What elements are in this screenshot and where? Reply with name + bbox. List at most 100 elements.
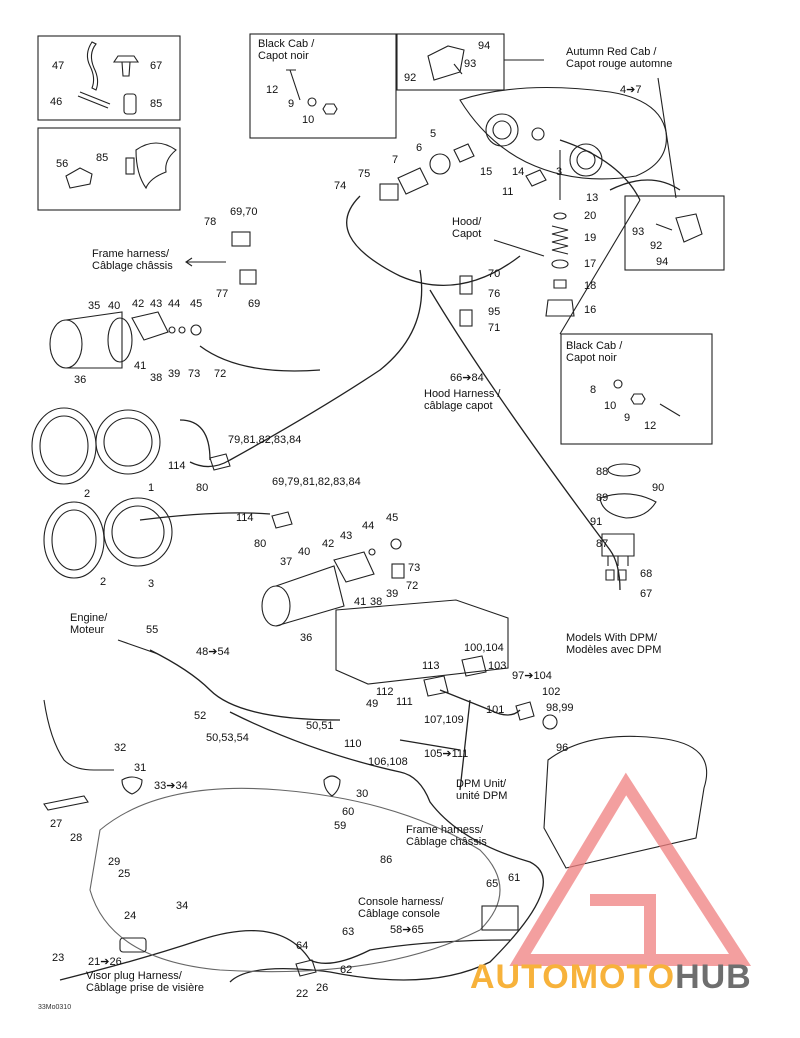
leader-autumn-right [657, 77, 677, 199]
tie-part-46 [77, 91, 111, 109]
nut-part-18 [553, 279, 567, 289]
caption-dpm-unit: DPM Unit/ unité DPM [456, 778, 507, 802]
speedometer-part-1 [95, 409, 161, 475]
bracket-part-42b [333, 551, 375, 583]
connector-part-68 [605, 569, 627, 581]
callout-59: 59 [334, 820, 347, 832]
callout-3b: 3 [148, 578, 155, 590]
gauge-tube-35 [65, 311, 123, 369]
nut-part-45b [390, 538, 402, 550]
washer-part-44 [178, 326, 186, 334]
callout-93b: 93 [632, 226, 645, 238]
caption-line: Câblage console [358, 908, 440, 920]
callout-31: 31 [134, 762, 147, 774]
clip-part-11 [525, 169, 547, 187]
callout-85b: 85 [96, 152, 109, 164]
callout-24: 24 [124, 910, 137, 922]
lamp-part-15 [485, 113, 519, 147]
caption-line: Visor plug Harness/ [86, 970, 182, 982]
callout-40b: 40 [298, 546, 311, 558]
housing-part-92b [675, 213, 703, 243]
connector-part-70 [459, 275, 473, 295]
connector-part-75 [379, 183, 399, 201]
inset-box-bracket [37, 127, 181, 211]
callout-25: 25 [118, 868, 131, 880]
caption-frame-harness-top: Frame harness/ Câblage châssis [92, 248, 173, 272]
engine-block [543, 735, 708, 869]
screw-part-12 [286, 69, 301, 101]
washer-part-17 [551, 259, 569, 269]
callout-70: 70 [488, 268, 501, 280]
callout-13: 13 [586, 192, 599, 204]
figure-code: 33Mo0310 [38, 1004, 72, 1011]
callout-65: 65 [486, 878, 499, 890]
caption-line: DPM Unit/ [456, 778, 507, 790]
callout-10: 10 [302, 114, 315, 126]
caption-line: Moteur [70, 624, 105, 636]
ring-part-88 [607, 463, 641, 477]
callout-63: 63 [342, 926, 355, 938]
screw-part-93 [453, 63, 463, 75]
callout-50-53-54: 50,53,54 [206, 732, 249, 744]
connector-part-100 [461, 655, 487, 677]
leader-black-cab-right [559, 199, 641, 335]
visor-harness [59, 930, 511, 981]
callout-32: 32 [114, 742, 127, 754]
callout-114: 114 [168, 460, 186, 472]
callout-42: 42 [132, 298, 145, 310]
callout-8: 8 [590, 384, 597, 396]
callout-28: 28 [70, 832, 83, 844]
callout-29: 29 [108, 856, 121, 868]
headlamp-housing [459, 86, 667, 180]
callout-110: 110 [344, 738, 362, 750]
callout-67: 67 [150, 60, 163, 72]
bracket-part-16 [545, 299, 575, 317]
caption-line: Models With DPM/ [566, 632, 658, 644]
bulb-part-5 [453, 143, 475, 163]
dpm-module-part-113 [423, 675, 449, 697]
callout-106-108: 106,108 [368, 756, 408, 768]
callout-14: 14 [512, 166, 525, 178]
callout-45: 45 [190, 298, 203, 310]
callout-97-104: 97➔104 [512, 670, 552, 682]
inset-box-clips [37, 35, 181, 121]
title-line: Capot noir [566, 352, 617, 364]
arrow-engine [117, 639, 159, 655]
fuel-tank-outline [89, 787, 501, 973]
callout-39: 39 [168, 368, 181, 380]
title-autumn-red-cab: Autumn Red Cab / Capot rouge automne [566, 46, 672, 70]
callout-6: 6 [416, 142, 423, 154]
sleeve-part-85 [123, 93, 137, 115]
console-housing [335, 599, 509, 685]
hood-harness-right [559, 139, 681, 201]
callout-58-65: 58➔65 [390, 924, 424, 936]
caption-line: Frame harness/ [406, 824, 484, 836]
bezel-part-2b [43, 501, 105, 579]
callout-74: 74 [334, 180, 347, 192]
callout-41: 41 [134, 360, 147, 372]
ring-part-6 [429, 153, 451, 175]
spring-part-19 [551, 225, 569, 255]
caption-visor-plug: Visor plug Harness/ Câblage prise de vis… [86, 970, 204, 994]
callout-114b: 114 [236, 512, 254, 524]
title-black-cab-top: Black Cab / Capot noir [258, 38, 314, 62]
callout-77: 77 [216, 288, 229, 300]
sleeve-part-85b [125, 157, 135, 175]
nut-part-45 [190, 324, 202, 336]
socket-part-14 [531, 127, 545, 141]
callout-40: 40 [108, 300, 121, 312]
callout-9: 9 [288, 98, 295, 110]
washer-part-43 [168, 326, 176, 334]
gauge-harness [139, 345, 321, 521]
callout-94: 94 [478, 40, 491, 52]
push-rivet-part-67 [112, 55, 140, 77]
callout-113: 113 [422, 660, 440, 672]
engine-harness [149, 649, 544, 983]
callout-75: 75 [358, 168, 371, 180]
callout-1: 1 [148, 482, 155, 494]
tachometer-part-3 [103, 497, 173, 567]
callout-73b: 73 [408, 562, 421, 574]
title-line: Capot [452, 228, 482, 240]
